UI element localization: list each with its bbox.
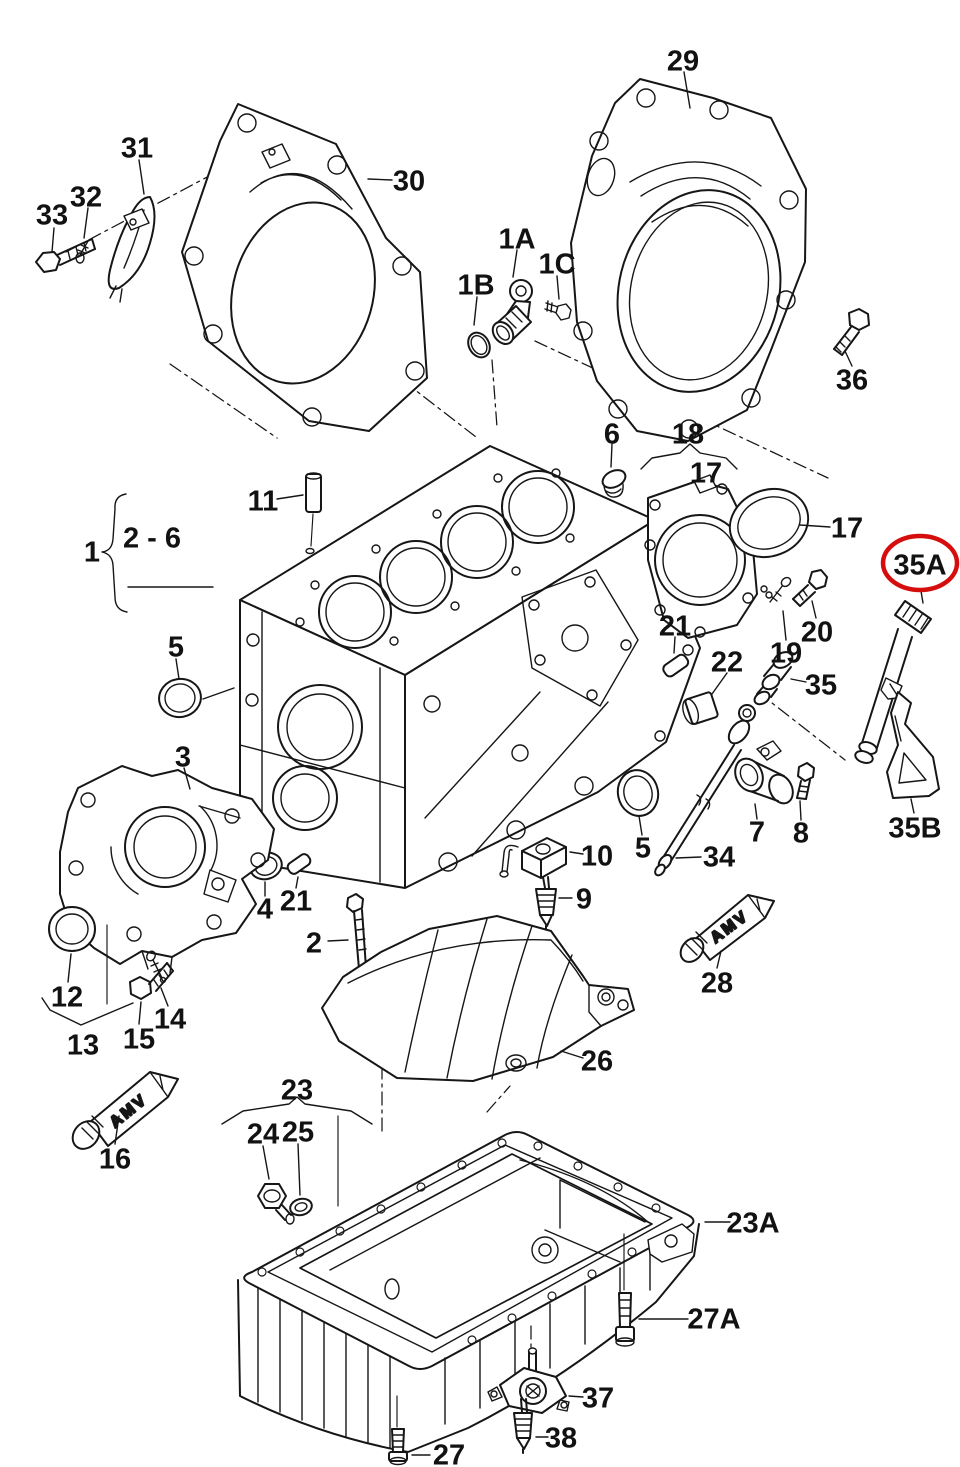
part-1a-sensor-assembly [491,279,533,345]
callout-1[interactable]: 1 [84,536,100,568]
part-9-screw [535,876,557,931]
part-1-cylinder-block [239,445,701,889]
part-13-front-cover [59,765,275,974]
part-28-sealant-tube: AMV [679,894,775,963]
callout-18[interactable]: 18 [672,418,704,450]
part-24-drain-plug [257,1183,295,1225]
part-23a-oil-sump [237,1131,700,1453]
callout-27[interactable]: 27 [433,1439,465,1467]
part-7-cover-cap [734,740,794,805]
callout-25[interactable]: 25 [282,1116,314,1148]
part-8-bolt [796,762,815,800]
part-36-bolt [833,308,870,356]
callout-13[interactable]: 13 [67,1029,99,1061]
part-21-dowel-pin-left [286,853,312,875]
part-25-seal-ring [289,1197,313,1217]
callout-34[interactable]: 34 [703,841,735,873]
part-14-screw [146,950,167,984]
part-1c-screw [544,300,572,321]
part-20-bolt [792,569,828,607]
part-27a-bolt [615,1233,635,1347]
callout-17[interactable]: 17 [690,457,722,489]
callout-35[interactable]: 35 [805,669,837,701]
callout-30[interactable]: 30 [393,165,425,197]
part-35-dipstick-funnel [753,651,794,706]
callout-26[interactable]: 26 [581,1045,613,1077]
callout-33[interactable]: 33 [36,199,68,231]
callout-1A[interactable]: 1A [498,223,535,255]
callout-12[interactable]: 12 [51,981,83,1013]
callout-24[interactable]: 24 [247,1118,279,1150]
callout-23[interactable]: 23 [281,1074,313,1106]
assembly-axis-lines [65,165,846,1348]
callout-16[interactable]: 16 [99,1143,131,1175]
callout-35B[interactable]: 35B [888,812,941,844]
part-15-bolt [129,962,174,1000]
part-27-bolt [388,1395,408,1466]
callout-5[interactable]: 5 [635,832,651,864]
grouping-braces [41,443,738,1207]
callout-37[interactable]: 37 [582,1382,614,1414]
callout-31[interactable]: 31 [121,132,153,164]
part-31-retainer-bracket [107,196,156,303]
part-30-front-flange-gasket [181,103,428,432]
part-2-cylinder-bolt [346,893,367,970]
callout-3[interactable]: 3 [175,741,191,773]
callout-11[interactable]: 11 [248,485,279,517]
callout-6[interactable]: 6 [604,418,620,450]
callout-8[interactable]: 8 [793,817,809,849]
callout-19[interactable]: 19 [770,637,802,669]
callout-1B[interactable]: 1B [457,269,494,301]
callout-28[interactable]: 28 [701,967,733,999]
callout-20[interactable]: 20 [801,616,833,648]
callout-2[interactable]: 2 [306,927,322,959]
part-33-bolt [35,238,96,273]
part-38-screw [513,1398,533,1454]
part-35a-dipstick-guide-tube [854,600,932,764]
callout-7[interactable]: 7 [749,816,765,848]
part-6-sealing-plug [601,469,627,498]
part-22-plug [682,691,719,725]
callout-35A-highlighted[interactable]: 35A [893,549,946,581]
callout-36[interactable]: 36 [836,364,868,396]
part-10-bracket [499,837,567,879]
callout-38[interactable]: 38 [545,1422,577,1454]
part-5-seal-right [616,769,660,817]
callout-15[interactable]: 15 [123,1023,155,1055]
callout-32[interactable]: 32 [70,181,102,213]
callout-14[interactable]: 14 [154,1003,186,1035]
callout-9[interactable]: 9 [576,883,592,915]
part-12-shaft-seal [48,906,96,952]
callout-21[interactable]: 21 [280,885,312,917]
highlight-ring [880,533,960,593]
leader-lines [51,71,924,1456]
callout-1C[interactable]: 1C [538,248,575,280]
callout-23A[interactable]: 23A [726,1207,779,1239]
callout-27A[interactable]: 27A [687,1303,740,1335]
part-16-sealant-tube: AMV [71,1071,179,1150]
callout-4[interactable]: 4 [257,893,273,925]
part-35b-support-bracket [886,691,940,799]
part-26-oil-baffle [321,915,635,1082]
callout-21[interactable]: 21 [659,610,691,642]
part-17-seal-ring [728,487,810,559]
callout-17[interactable]: 17 [831,512,863,544]
part-34-oil-dipstick [654,704,756,877]
part-19-screw [760,576,792,603]
callout-5[interactable]: 5 [168,631,184,663]
part-29-rear-flange-gasket [570,78,807,442]
callout-10[interactable]: 10 [581,840,613,872]
part-21-dowel-pin-right [662,653,690,678]
part-5-seal-left [158,677,202,719]
part-37-oil-level-sensor [487,1347,570,1414]
part-11-dowel-sleeve [305,472,322,555]
callout-2-6[interactable]: 2 - 6 [123,522,181,554]
callout-29[interactable]: 29 [667,45,699,77]
callout-22[interactable]: 22 [711,646,743,678]
part-1b-o-ring [467,331,491,359]
